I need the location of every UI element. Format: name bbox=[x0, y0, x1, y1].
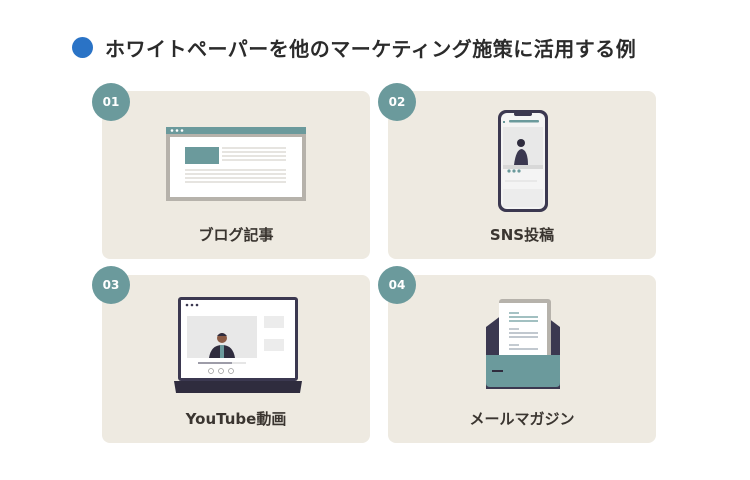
card-sns: SNS投稿 bbox=[388, 91, 656, 259]
header: ホワイトペーパーを他のマーケティング施策に活用する例 bbox=[72, 33, 636, 62]
envelope-document-icon bbox=[486, 299, 560, 389]
browser-window-icon bbox=[166, 127, 306, 201]
card-label: SNS投稿 bbox=[489, 226, 555, 244]
card-youtube: YouTube動画 bbox=[102, 275, 370, 443]
laptop-video-icon bbox=[174, 297, 302, 393]
title-bullet-icon bbox=[72, 37, 93, 58]
card-number-badge: 01 bbox=[92, 83, 130, 121]
card-blog: ブログ記事 bbox=[102, 91, 370, 259]
card-label: ブログ記事 bbox=[198, 226, 274, 244]
card-number-badge: 03 bbox=[92, 266, 130, 304]
page-title: ホワイトペーパーを他のマーケティング施策に活用する例 bbox=[105, 37, 637, 61]
card-label: メールマガジン bbox=[469, 410, 575, 428]
smartphone-sns-icon bbox=[498, 110, 548, 212]
card-number-badge: 04 bbox=[378, 266, 416, 304]
card-number-badge: 02 bbox=[378, 83, 416, 121]
card-mailmagazine: メールマガジン bbox=[388, 275, 656, 443]
card-label: YouTube動画 bbox=[185, 410, 287, 428]
